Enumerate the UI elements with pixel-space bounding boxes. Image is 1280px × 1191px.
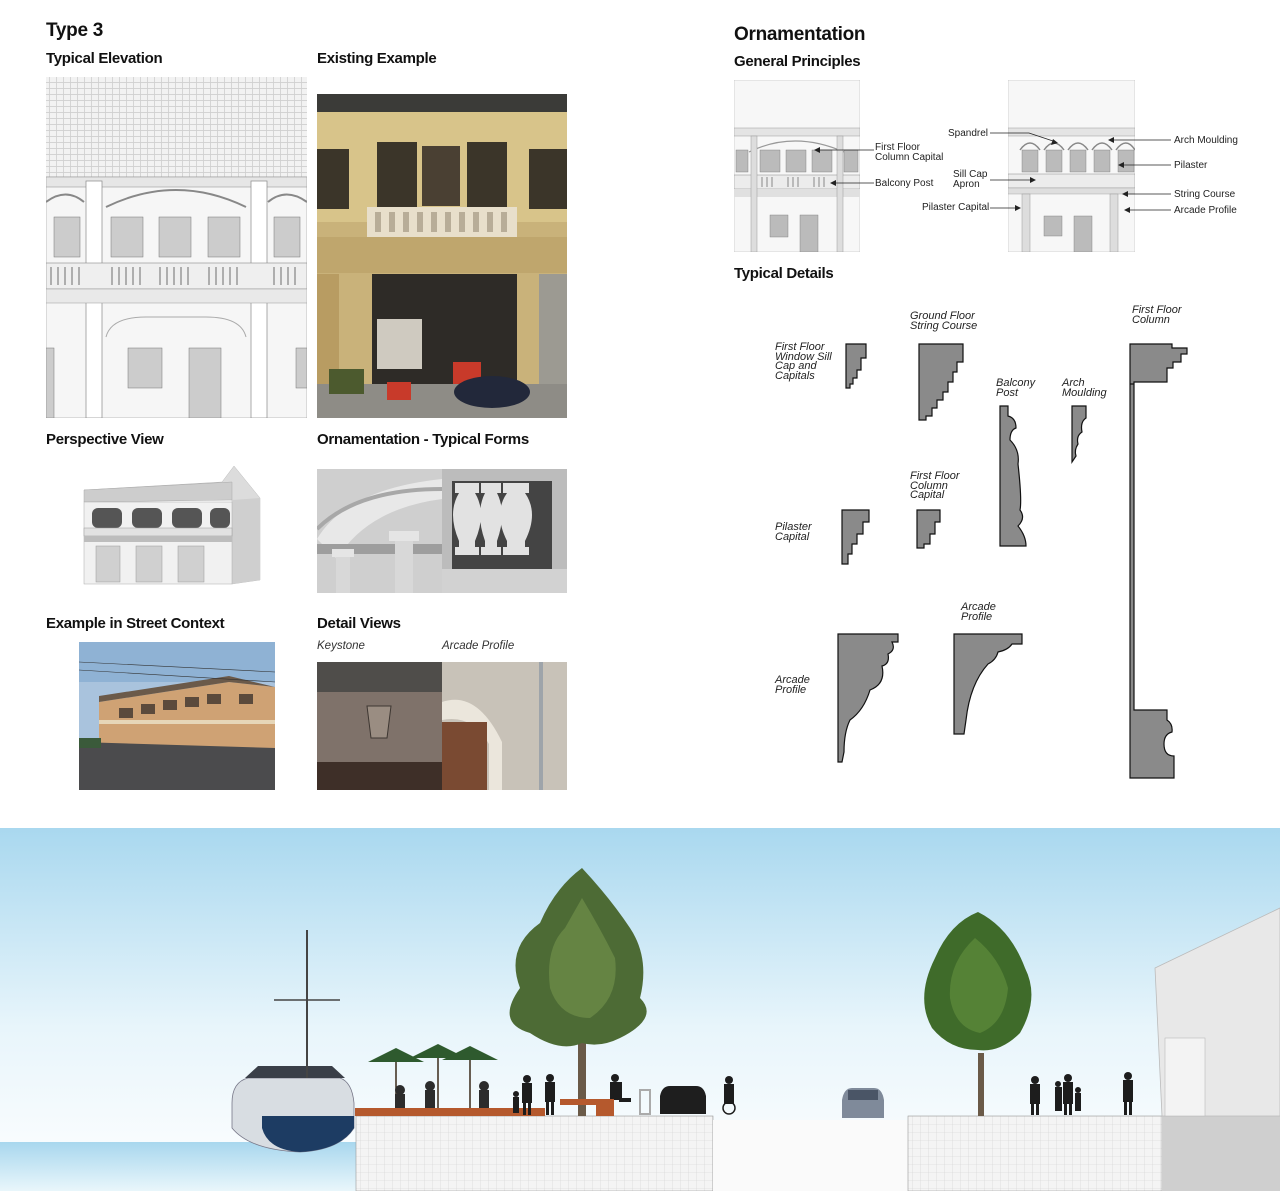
profile-arch-moulding — [1071, 405, 1087, 464]
profile-pilaster-capital — [841, 509, 870, 565]
perspective-view-model — [82, 462, 272, 586]
type-title: Type 3 — [46, 20, 103, 41]
typical-elevation-heading: Typical Elevation — [46, 50, 163, 67]
principle-leader-lines — [734, 80, 1280, 252]
profile-ground-string — [918, 343, 964, 421]
principle-drawing-b — [1008, 80, 1135, 252]
keystone-caption: Keystone — [317, 640, 365, 652]
label-pilaster-capital: Pilaster Capital — [922, 202, 990, 213]
label-arch-moulding: Arch Moulding — [1174, 135, 1238, 146]
typical-details-heading: Typical Details — [734, 265, 834, 282]
detail-label-arcade-profile-lower: Arcade Profile — [775, 674, 810, 696]
detail-profiles — [760, 300, 1280, 790]
detail-views-photos — [317, 662, 567, 790]
ornamentation-forms-render — [317, 469, 567, 593]
profile-window-sill — [845, 343, 867, 389]
detail-label-arch-moulding: Arch Moulding — [1062, 377, 1107, 399]
principle-drawing-a — [734, 80, 860, 252]
label-string-course: String Course — [1174, 189, 1236, 200]
detail-label-column-capital: First Floor Column Capital — [910, 470, 960, 501]
detail-label-window-sill: First Floor Window Sill Cap and Capitals — [775, 341, 832, 382]
profile-first-column — [1129, 343, 1188, 779]
general-principles-heading: General Principles — [734, 53, 861, 70]
ornamentation-forms-heading: Ornamentation - Typical Forms — [317, 431, 529, 448]
ornamentation-title: Ornamentation — [734, 24, 866, 45]
profile-arcade-upper — [953, 633, 1023, 735]
existing-example-heading: Existing Example — [317, 50, 437, 67]
detail-label-pilaster-capital: Pilaster Capital — [775, 521, 812, 543]
detail-views-heading: Detail Views — [317, 615, 401, 632]
detail-label-ground-string: Ground Floor String Course — [910, 310, 978, 332]
street-context-photo — [79, 642, 275, 790]
detail-label-first-column: First Floor Column — [1132, 304, 1182, 326]
perspective-view-heading: Perspective View — [46, 431, 164, 448]
profile-column-capital — [916, 509, 941, 549]
existing-example-photo — [317, 94, 567, 418]
label-pilaster: Pilaster — [1174, 160, 1208, 171]
detail-label-arcade-profile-upper: Arcade Profile — [961, 601, 996, 623]
typical-elevation-drawing — [46, 77, 307, 418]
label-first-floor-column-capital: First Floor Column Capital — [875, 142, 944, 163]
detail-label-balcony-post: Balcony Post — [996, 377, 1036, 399]
street-section-illustration — [0, 828, 1280, 1191]
profile-arcade-lower — [837, 633, 899, 763]
label-sill-cap-apron: Sill Cap Apron — [953, 169, 988, 190]
street-context-heading: Example in Street Context — [46, 615, 225, 632]
label-balcony-post: Balcony Post — [875, 178, 934, 189]
profile-balcony-post — [999, 405, 1027, 547]
label-arcade-profile: Arcade Profile — [1174, 205, 1237, 216]
label-spandrel: Spandrel — [948, 128, 989, 139]
arcade-profile-caption: Arcade Profile — [442, 640, 515, 652]
